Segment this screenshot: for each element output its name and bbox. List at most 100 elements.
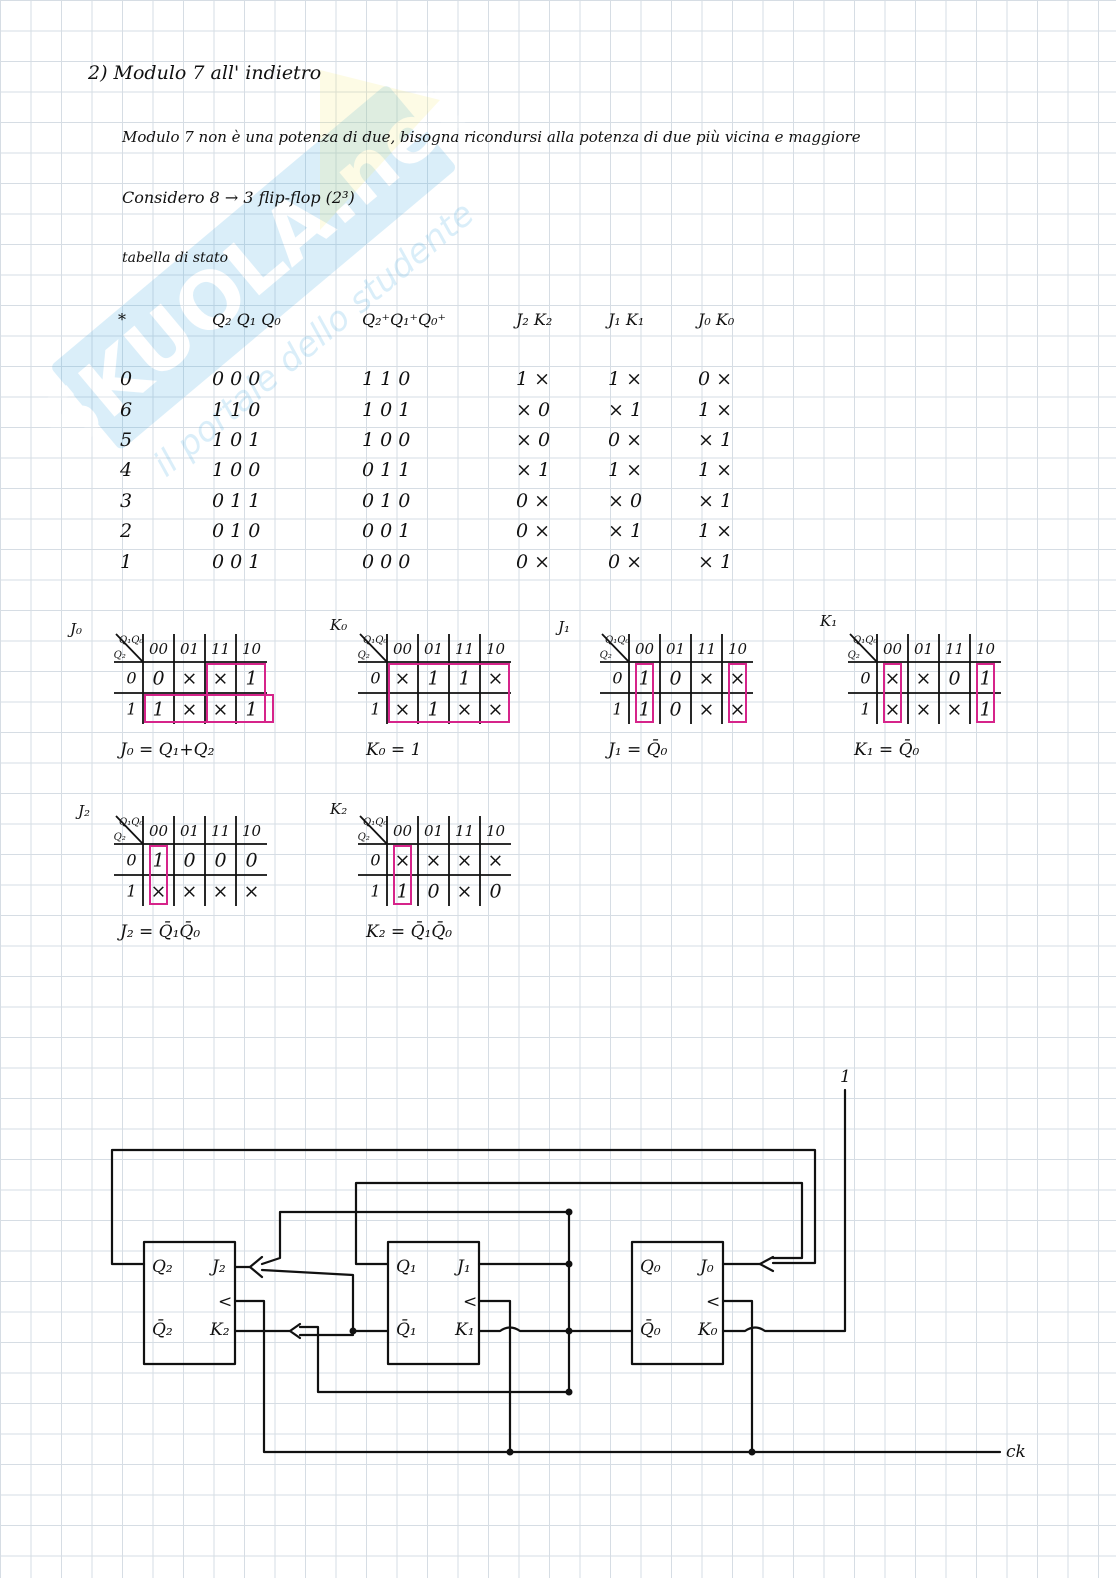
kmap-cell: × bbox=[885, 699, 901, 721]
kmap-col-header: 11 bbox=[697, 640, 716, 658]
kmap-cell: × bbox=[457, 850, 473, 872]
table-cell: × 1 bbox=[698, 429, 733, 451]
kmap-row-header: 0 bbox=[612, 669, 622, 688]
table-header: Q₂ Q₁ Q₀ bbox=[212, 310, 281, 329]
kmap-cell: × bbox=[244, 881, 260, 903]
table-cell: 0 0 1 bbox=[212, 551, 261, 573]
kmap-cell: 1 bbox=[458, 668, 470, 690]
clock-label: ck bbox=[1006, 1442, 1026, 1462]
kmap-group-highlight bbox=[635, 663, 654, 723]
kmap-cell: 1 bbox=[245, 668, 257, 690]
kmap-cell: × bbox=[916, 699, 932, 721]
page-heading: 2) Modulo 7 all' indietro bbox=[88, 62, 322, 84]
kmap-cell: 1 bbox=[427, 699, 439, 721]
kmap-col-header: 10 bbox=[486, 822, 506, 840]
kmap-col-header: 00 bbox=[149, 640, 169, 658]
kmap-expression: J₂ = Q̄₁Q̄₀ bbox=[120, 922, 201, 942]
and-gate-j2 bbox=[248, 1255, 264, 1279]
table-cell: 1 × bbox=[608, 368, 643, 390]
kmap-cell: × bbox=[730, 699, 746, 721]
ff1-clk-label: < bbox=[463, 1292, 477, 1312]
kmap-cell: × bbox=[885, 668, 901, 690]
kmap-cell: × bbox=[488, 850, 504, 872]
table-cell: 6 bbox=[120, 399, 133, 421]
kmap-cell: 0 bbox=[489, 881, 501, 903]
kmap-cell: 1 bbox=[396, 881, 408, 903]
kmap-cell: × bbox=[457, 699, 473, 721]
wire-q2-feedback bbox=[110, 1148, 817, 1266]
kmap-corner-left: Q₂ bbox=[358, 832, 370, 843]
kmap-corner-top: Q₁Q₀ bbox=[119, 635, 143, 646]
kmap-cell: 0 bbox=[214, 850, 226, 872]
kmap-corner-left: Q₂ bbox=[848, 650, 860, 661]
kmap-cell: × bbox=[395, 668, 411, 690]
kmap-cell: 1 bbox=[152, 850, 164, 872]
kmap-group-highlight bbox=[393, 845, 412, 905]
ff1-k-label: K₁ bbox=[454, 1320, 475, 1340]
kmap-col-header: 11 bbox=[455, 822, 474, 840]
table-cell: 1 × bbox=[698, 399, 733, 421]
kmap-group-highlight bbox=[144, 694, 274, 723]
kmap-cell: × bbox=[699, 699, 715, 721]
kmap-col-header: 01 bbox=[424, 640, 443, 658]
kmap-corner-top: Q₁Q₀ bbox=[853, 635, 877, 646]
and-gate-k2 bbox=[288, 1322, 302, 1340]
wire-k0-one bbox=[721, 1088, 847, 1333]
kmap-cell: × bbox=[213, 668, 229, 690]
kmap-cell: × bbox=[488, 699, 504, 721]
kmap-cell: 1 bbox=[638, 699, 650, 721]
kmap-col-header: 00 bbox=[149, 822, 169, 840]
table-cell: 0 × bbox=[516, 520, 551, 542]
kmap-row-header: 1 bbox=[860, 700, 870, 719]
kmap-col-header: 10 bbox=[976, 640, 996, 658]
table-cell: × 1 bbox=[698, 490, 733, 512]
kmap-row-header: 0 bbox=[126, 851, 136, 870]
table-cell: 0 1 1 bbox=[212, 490, 261, 512]
or-gate-j0 bbox=[758, 1255, 775, 1273]
consider-line: Considero 8 → 3 flip-flop (2³) bbox=[122, 188, 355, 207]
table-cell: 3 bbox=[120, 490, 133, 512]
ff1-qbar-label: Q̄₁ bbox=[396, 1318, 417, 1340]
kmap-col-header: 01 bbox=[180, 640, 199, 658]
wire-j2-b bbox=[260, 1268, 390, 1333]
kmap-cell: × bbox=[182, 668, 198, 690]
table-cell: 1 0 0 bbox=[212, 459, 261, 481]
kmap-cell: × bbox=[213, 699, 229, 721]
table-cell: 5 bbox=[120, 429, 133, 451]
table-cell: 1 × bbox=[698, 520, 733, 542]
kmap-group-highlight bbox=[976, 663, 995, 723]
kmap-cell: 1 bbox=[245, 699, 257, 721]
kmap-row-header: 1 bbox=[370, 882, 380, 901]
ff1-q-label: Q₁ bbox=[396, 1257, 417, 1277]
table-cell: 0 × bbox=[608, 429, 643, 451]
kmap-cell: 1 bbox=[152, 699, 164, 721]
kmap-cell: × bbox=[213, 881, 229, 903]
kmap-col-header: 01 bbox=[914, 640, 933, 658]
flip-flop-1 bbox=[386, 1240, 481, 1366]
kmap-cell: × bbox=[182, 881, 198, 903]
ff0-j-label: J₀ bbox=[697, 1257, 714, 1277]
kmap-cell: × bbox=[395, 850, 411, 872]
kmap-row-header: 1 bbox=[126, 700, 136, 719]
table-cell: 1 × bbox=[608, 459, 643, 481]
kmap-cell: × bbox=[488, 668, 504, 690]
kmap-expression: K₁ = Q̄₀ bbox=[854, 740, 920, 760]
table-cell: 1 × bbox=[516, 368, 551, 390]
table-cell: 0 × bbox=[608, 551, 643, 573]
table-cell: 1 × bbox=[698, 459, 733, 481]
wire-j2-a bbox=[260, 1210, 571, 1266]
table-cell: × 0 bbox=[608, 490, 643, 512]
table-cell: 0 1 1 bbox=[362, 459, 411, 481]
wire-q1-to-j0 bbox=[354, 1181, 804, 1266]
kmap-cell: 1 bbox=[979, 699, 991, 721]
table-cell: 0 × bbox=[516, 551, 551, 573]
kmap-col-header: 01 bbox=[180, 822, 199, 840]
kmap-title: K₂ bbox=[330, 800, 348, 818]
kmap-cell: 1 bbox=[638, 668, 650, 690]
constant-one-label: 1 bbox=[840, 1067, 851, 1087]
kmap-row-header: 0 bbox=[370, 669, 380, 688]
kmap-col-header: 01 bbox=[666, 640, 685, 658]
kmap-cell: 0 bbox=[948, 668, 960, 690]
kmap-title: J₀ bbox=[70, 620, 83, 638]
